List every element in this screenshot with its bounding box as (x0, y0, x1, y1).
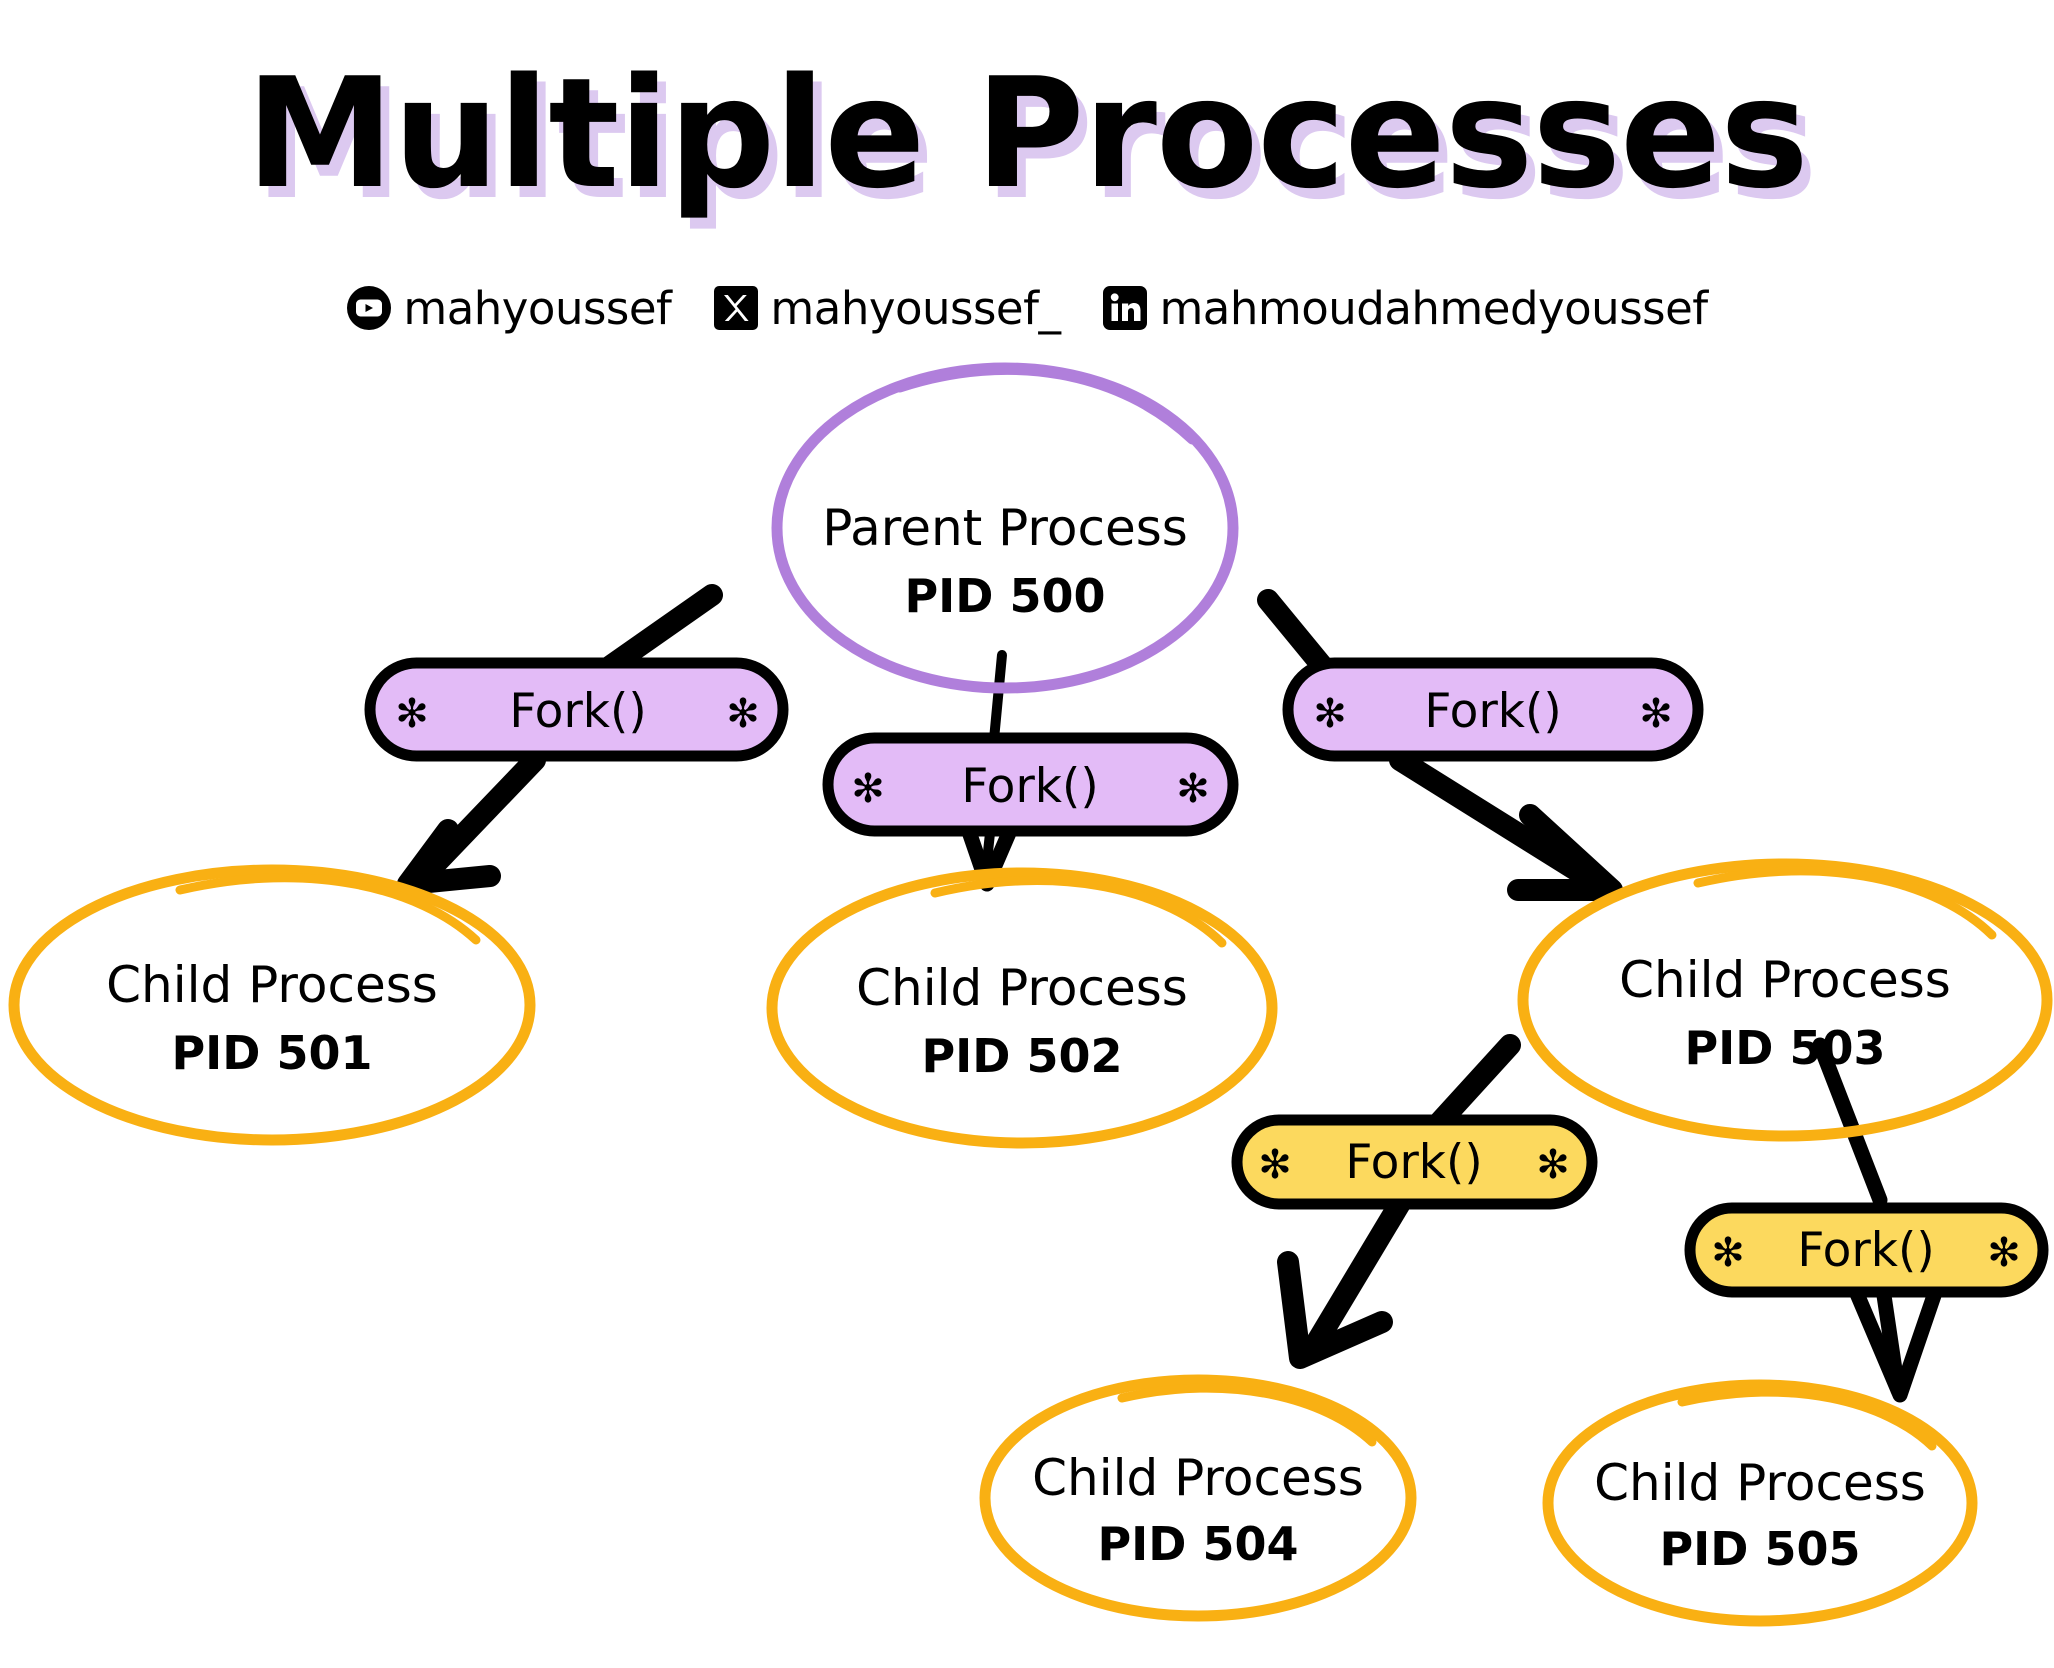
node-child-501-ellipse (8, 864, 536, 1146)
edge-line-503-505-upper (1812, 1037, 1888, 1208)
fork-pill-503-504-shape (1231, 1114, 1598, 1210)
fork-pill-500-502-label: Fork() (961, 759, 1098, 814)
fork-pill-500-502-star-left: ✻ (851, 766, 885, 812)
x-icon (713, 285, 759, 331)
arrowhead-505 (1844, 1270, 1948, 1403)
fork-pill-500-501-label: Fork() (509, 684, 646, 739)
edge-line-500-503-lower (1389, 749, 1611, 896)
page-title-wrapper: Multiple Processes (0, 58, 2054, 210)
node-child-504-ellipse (979, 1374, 1417, 1622)
node-child-process-502[interactable]: Child Process PID 502 (766, 867, 1278, 1149)
node-parent-500-sketch-tail (895, 365, 1197, 445)
node-parent-500-title: Parent Process (822, 499, 1188, 557)
linkedin-icon (1102, 285, 1148, 331)
fork-pill-500-503-shape (1282, 657, 1704, 762)
social-item-linkedin[interactable]: mahmoudahmedyoussef (1102, 281, 1708, 335)
node-child-501-title: Child Process (106, 956, 438, 1014)
fork-pill-503-505[interactable]: ✻ Fork() ✻ (1684, 1202, 2049, 1298)
node-child-505-sketch-tail (1677, 1387, 1937, 1451)
node-child-501-pid: PID 501 (171, 1026, 372, 1080)
social-item-youtube[interactable]: mahyoussef (346, 281, 672, 335)
fork-pill-500-502[interactable]: ✻ Fork() ✻ (822, 732, 1239, 837)
node-parent-500-pid: PID 500 (904, 569, 1105, 623)
fork-pill-500-502-star-right: ✻ (1176, 766, 1210, 812)
fork-pill-500-503-star-right: ✻ (1639, 691, 1673, 737)
node-child-process-505[interactable]: Child Process PID 505 (1542, 1379, 1978, 1627)
fork-pill-503-505-label: Fork() (1797, 1223, 1934, 1278)
node-child-503-ellipse (1517, 858, 2053, 1142)
node-child-504-pid: PID 504 (1097, 1517, 1298, 1571)
fork-pill-503-505-star-left: ✻ (1711, 1230, 1745, 1276)
node-child-505-title: Child Process (1594, 1454, 1926, 1512)
fork-pill-503-505-star-right: ✻ (1987, 1230, 2021, 1276)
node-child-504-title: Child Process (1032, 1449, 1364, 1507)
fork-pill-500-503-star-left: ✻ (1313, 691, 1347, 737)
fork-pill-500-502-shape (822, 732, 1239, 837)
fork-pill-500-501-star-left: ✻ (395, 691, 429, 737)
x-handle: mahyoussef_ (770, 281, 1061, 335)
social-item-x[interactable]: mahyoussef_ (713, 281, 1061, 335)
arrowhead-503 (1507, 804, 1623, 901)
node-parent-process-500[interactable]: Parent Process PID 500 (771, 362, 1239, 694)
fork-pill-500-503[interactable]: ✻ Fork() ✻ (1282, 657, 1704, 762)
page-title: Multiple Processes (246, 45, 1809, 222)
node-child-502-ellipse (766, 867, 1278, 1149)
node-child-process-501[interactable]: Child Process PID 501 (8, 864, 536, 1146)
node-child-504-sketch-tail (1117, 1383, 1377, 1447)
social-handles-row: mahyoussef mahyoussef_ mahmoudahmedy (0, 285, 2054, 331)
youtube-icon (346, 285, 392, 331)
fork-pill-503-504-label: Fork() (1345, 1135, 1482, 1190)
fork-pill-500-503-label: Fork() (1424, 684, 1561, 739)
node-child-505-pid: PID 505 (1659, 1522, 1860, 1576)
fork-pill-503-504[interactable]: ✻ Fork() ✻ (1231, 1114, 1598, 1210)
node-child-process-503[interactable]: Child Process PID 503 (1517, 858, 2053, 1142)
fork-pill-503-504-star-left: ✻ (1258, 1142, 1292, 1188)
node-child-503-sketch-tail (1693, 866, 1997, 940)
fork-pill-500-501-star-right: ✻ (726, 691, 760, 737)
node-child-505-ellipse (1542, 1379, 1978, 1627)
node-child-503-pid: PID 503 (1684, 1021, 1885, 1075)
node-child-503-title: Child Process (1619, 951, 1951, 1009)
edge-line-503-504-lower (1301, 1184, 1416, 1361)
fork-pill-503-504-star-right: ✻ (1536, 1142, 1570, 1188)
arrowhead-504 (1277, 1251, 1393, 1369)
node-child-501-sketch-tail (175, 873, 481, 945)
node-child-process-504[interactable]: Child Process PID 504 (979, 1374, 1417, 1622)
fork-pill-500-501[interactable]: ✻ Fork() ✻ (364, 657, 789, 762)
arrowhead-501 (397, 819, 501, 895)
node-child-502-pid: PID 502 (921, 1029, 1122, 1083)
node-child-502-sketch-tail (930, 876, 1227, 948)
node-child-502-title: Child Process (856, 959, 1188, 1017)
youtube-handle: mahyoussef (403, 281, 672, 335)
fork-pill-500-501-shape (364, 657, 789, 762)
fork-pill-503-505-shape (1684, 1202, 2049, 1298)
linkedin-handle: mahmoudahmedyoussef (1159, 281, 1708, 335)
